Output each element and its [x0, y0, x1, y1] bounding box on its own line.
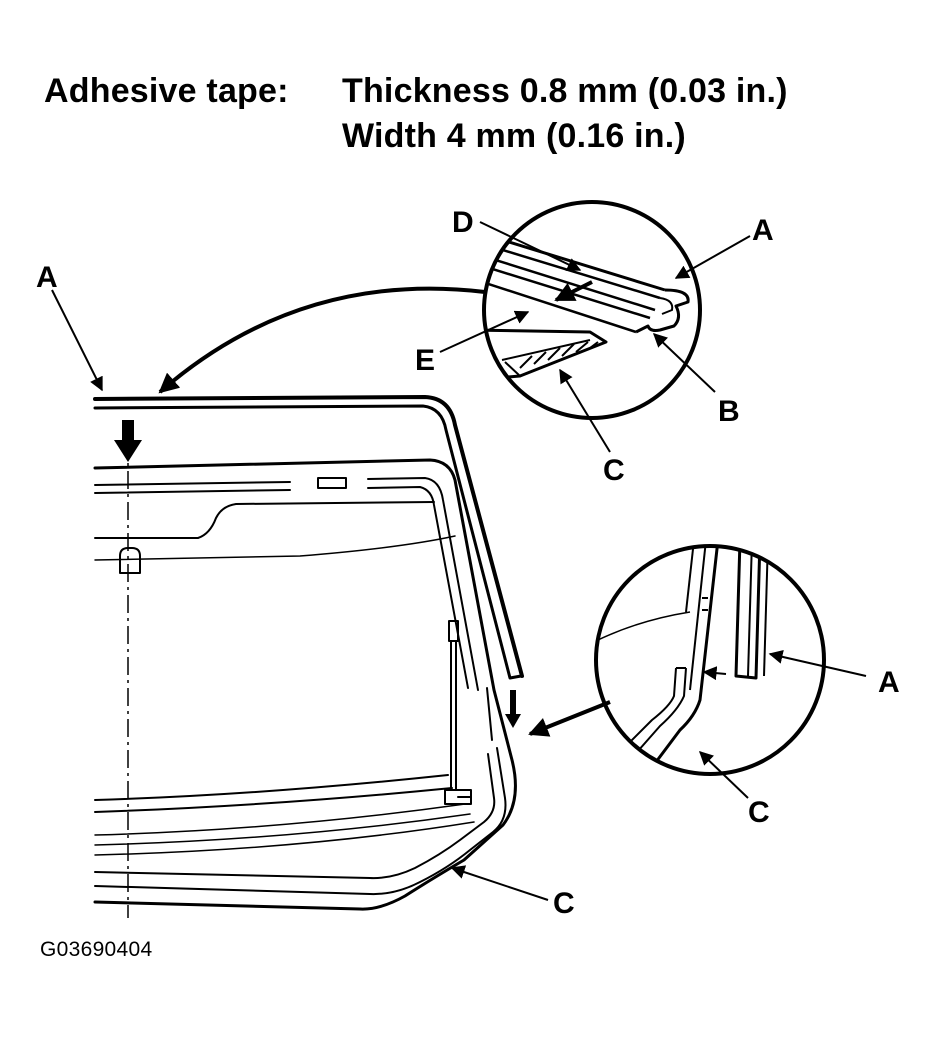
end-point-arrow [505, 690, 521, 728]
callout-c-main: C [553, 887, 575, 920]
side-detail-pointer-arrow [528, 700, 611, 737]
callout-d-top: D [452, 206, 474, 239]
callout-c-side: C [748, 796, 770, 829]
spec-header: Adhesive tape: Thickness 0.8 mm (0.03 in… [0, 0, 940, 170]
side-detail-view [594, 544, 867, 799]
figure-code: G03690404 [40, 938, 153, 961]
main-c-arrow [450, 865, 549, 901]
callout-a-side: A [878, 666, 900, 699]
top-detail-pointer-arrow [158, 286, 486, 394]
top-detail-view [439, 200, 751, 453]
start-point-arrow [114, 420, 142, 462]
callout-a-top: A [752, 214, 774, 247]
thickness-spec: Thickness 0.8 mm (0.03 in.) [342, 72, 788, 110]
main-a-arrow [51, 289, 103, 392]
callout-a-main: A [36, 261, 58, 294]
callout-b-top: B [718, 395, 740, 428]
adhesive-tape-label: Adhesive tape: [44, 72, 289, 110]
width-spec: Width 4 mm (0.16 in.) [342, 117, 686, 155]
callout-e-top: E [415, 344, 435, 377]
windshield-body [93, 395, 524, 911]
callout-c-top: C [603, 454, 625, 487]
